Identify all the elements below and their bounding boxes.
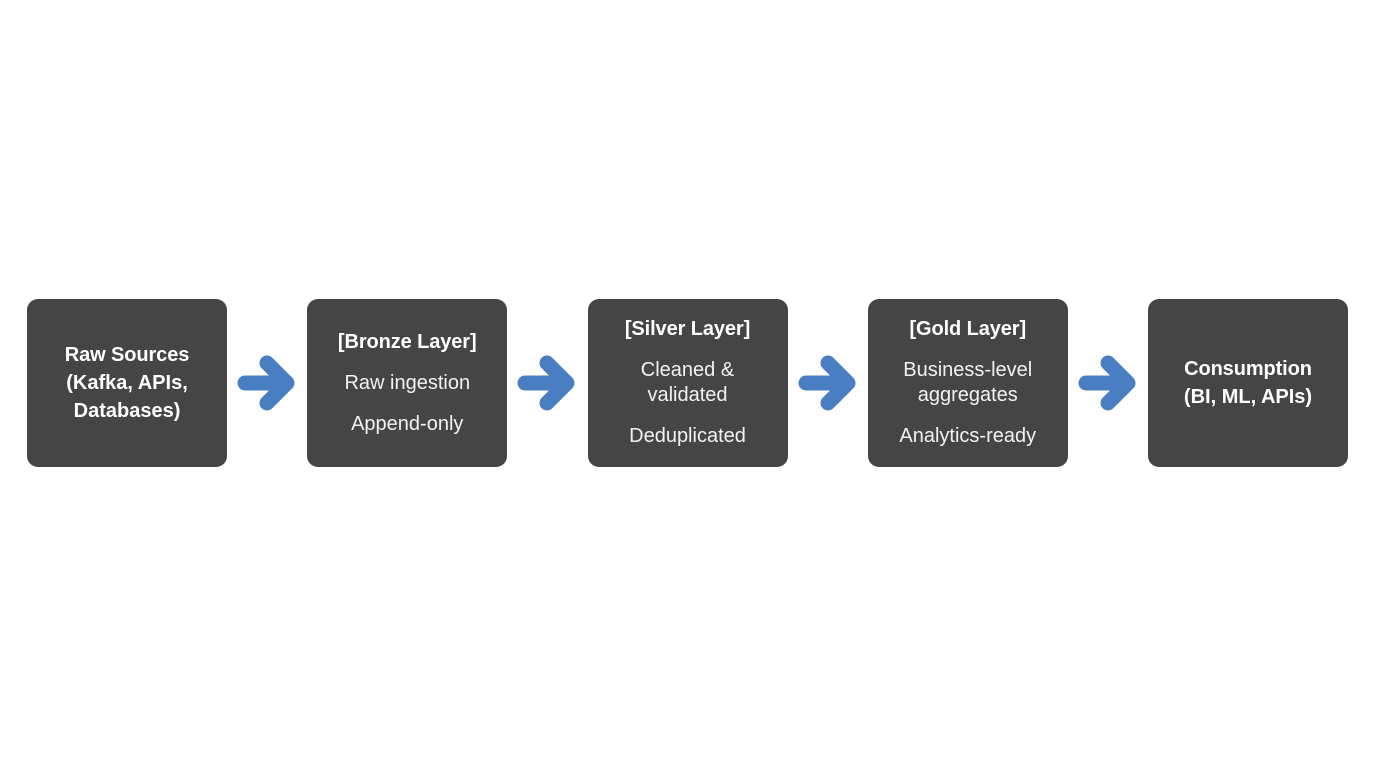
- pipeline-node-bronze-layer[interactable]: [Bronze Layer] Raw ingestion Append-only: [307, 299, 508, 467]
- pipeline-node-silver-layer[interactable]: [Silver Layer] Cleaned & validated Dedup…: [587, 299, 788, 467]
- node-detail-line: Business-level aggregates: [903, 359, 1033, 406]
- node-detail-line: Databases): [73, 400, 181, 422]
- arrow-right-icon: [1077, 350, 1139, 416]
- pipeline-node-gold-layer[interactable]: [Gold Layer] Business-level aggregates A…: [867, 299, 1068, 467]
- node-detail-line: Analytics-ready: [899, 425, 1037, 447]
- node-title: [Bronze Layer]: [337, 330, 477, 353]
- node-title: Raw Sources: [64, 344, 190, 366]
- node-title: [Silver Layer]: [624, 318, 751, 340]
- node-title: Consumption: [1184, 358, 1312, 380]
- node-detail-line: Raw ingestion: [344, 371, 471, 394]
- arrow-right-icon: [516, 350, 578, 416]
- arrow-right-icon: [797, 350, 859, 416]
- node-detail-line: (Kafka, APIs,: [66, 372, 188, 394]
- node-title: [Gold Layer]: [909, 318, 1027, 340]
- node-detail-line: Deduplicated: [629, 425, 746, 447]
- pipeline-node-consumption[interactable]: Consumption (BI, ML, APIs): [1148, 299, 1348, 467]
- pipeline-node-raw-sources[interactable]: Raw Sources (Kafka, APIs, Databases): [27, 299, 227, 467]
- node-detail-line: Append-only: [351, 412, 464, 435]
- node-detail-line: Cleaned & validated: [640, 359, 735, 406]
- node-detail-line: (BI, ML, APIs): [1183, 386, 1313, 408]
- arrow-right-icon: [236, 350, 298, 416]
- pipeline-flow-row: Raw Sources (Kafka, APIs, Databases) [Br…: [27, 298, 1348, 468]
